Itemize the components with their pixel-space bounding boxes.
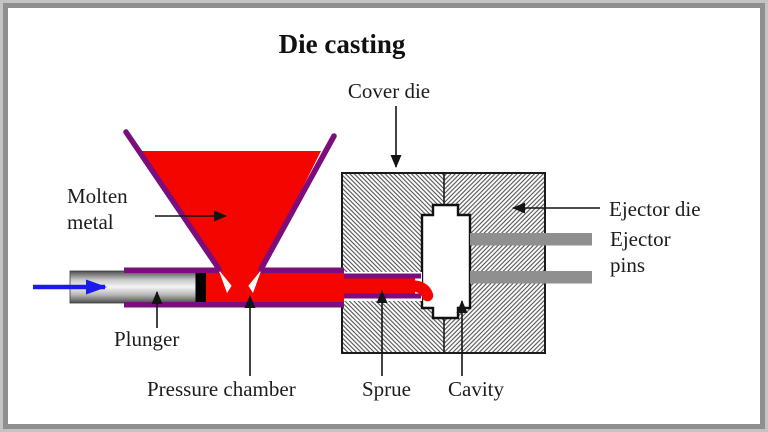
chamber-wall-top-left (124, 267, 219, 273)
plunger-tip (195, 270, 206, 304)
label-cavity: Cavity (448, 377, 504, 401)
sprue-melt (343, 278, 415, 294)
funnel-wall-right (258, 133, 337, 272)
label-ejector-pins-line1: Ejector (610, 227, 671, 251)
chamber-wall-bottom (124, 302, 344, 308)
label-molten-metal-line2: metal (67, 210, 114, 234)
label-molten-metal-line1: Molten (67, 184, 128, 208)
molten-metal-fill (141, 151, 321, 296)
label-plunger: Plunger (114, 327, 179, 351)
label-cover-die: Cover die (348, 79, 430, 103)
label-ejector-pins-line2: pins (610, 253, 645, 277)
label-sprue: Sprue (362, 377, 411, 401)
funnel-wall-left (123, 129, 222, 272)
ejector-pin-bottom (470, 271, 592, 284)
diagram-title: Die casting (279, 29, 406, 59)
mold-cavity (420, 203, 472, 320)
chamber-wall-top-right (260, 267, 344, 273)
label-ejector-die: Ejector die (609, 197, 701, 221)
frame-border (3, 3, 765, 429)
label-pressure-chamber: Pressure chamber (147, 377, 296, 401)
ejector-pin-top (470, 233, 592, 246)
sprue-channel (343, 272, 434, 302)
sprue-melt-curl (402, 280, 434, 302)
sprue-outline-top (343, 273, 421, 279)
